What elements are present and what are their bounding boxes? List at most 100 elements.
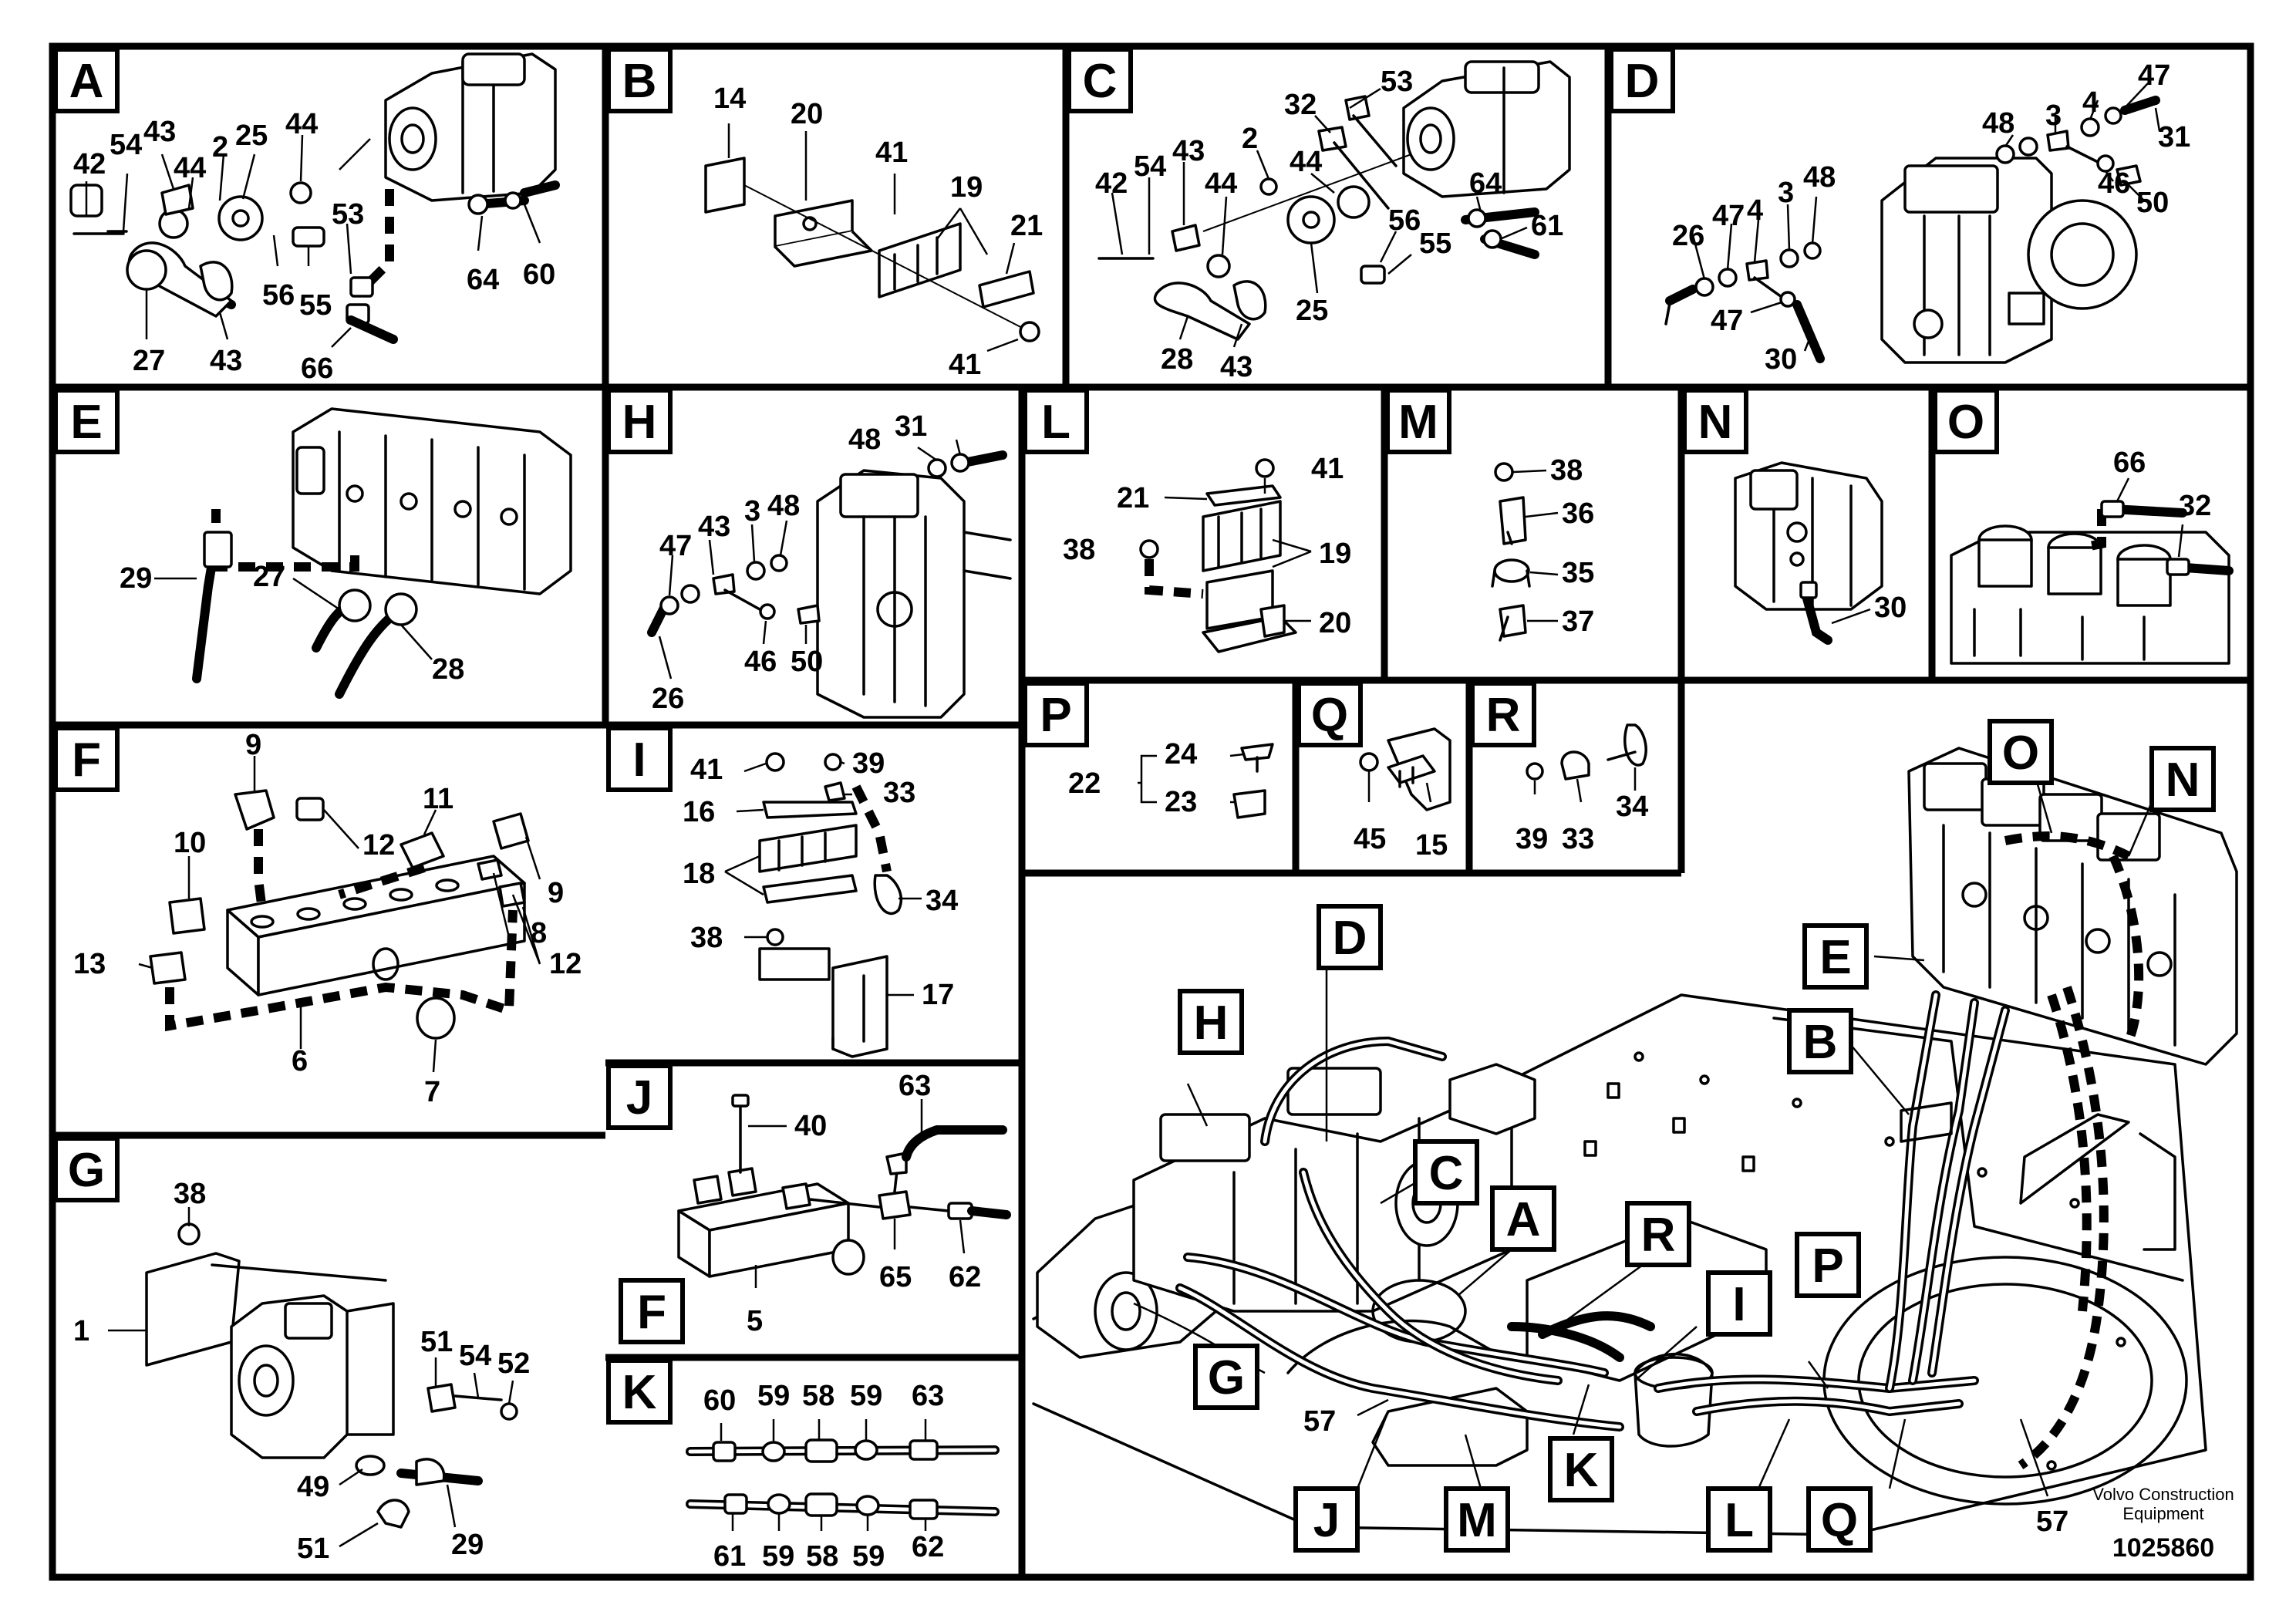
- svg-text:12: 12: [549, 948, 582, 980]
- panel-g: G: [53, 1136, 518, 1548]
- svg-text:O: O: [1947, 396, 1984, 449]
- panel-o-labels: 66 32: [2113, 447, 2211, 522]
- svg-text:29: 29: [120, 562, 152, 595]
- svg-text:61: 61: [1531, 210, 1563, 242]
- svg-text:R: R: [1486, 689, 1521, 742]
- svg-text:59: 59: [762, 1540, 794, 1573]
- panel-l-labels: 41 21 38 19 20: [1063, 453, 1351, 639]
- label-a-42: 42: [73, 148, 106, 180]
- svg-text:59: 59: [852, 1540, 885, 1573]
- svg-text:34: 34: [925, 885, 958, 917]
- svg-text:2: 2: [1242, 123, 1258, 155]
- panel-r-labels: 39 33 34: [1515, 791, 1648, 855]
- svg-text:53: 53: [1381, 66, 1413, 98]
- svg-text:43: 43: [1172, 135, 1205, 167]
- svg-text:30: 30: [1765, 343, 1797, 376]
- svg-text:50: 50: [2136, 187, 2169, 219]
- svg-text:1: 1: [73, 1315, 89, 1347]
- panel-d-labels: 47 4 3 48 31 46 50 26 47 4 3 48 47 30: [1672, 59, 2190, 376]
- svg-text:10: 10: [174, 827, 206, 859]
- svg-text:52: 52: [497, 1347, 530, 1380]
- panel-a-letter: A: [69, 55, 104, 108]
- label-a-2: 2: [212, 131, 228, 164]
- panel-h-labels: 48 31 47 43 3 48 46 50 26: [652, 410, 927, 715]
- svg-text:14: 14: [713, 83, 746, 115]
- svg-text:Q: Q: [1821, 1494, 1858, 1547]
- svg-text:38: 38: [174, 1178, 206, 1210]
- svg-text:16: 16: [683, 796, 715, 828]
- panel-k: K: [606, 1358, 1000, 1531]
- svg-text:28: 28: [1161, 343, 1193, 376]
- brand-line-2: Equipment: [2122, 1504, 2203, 1523]
- svg-text:36: 36: [1562, 497, 1594, 530]
- panel-r: R: [1470, 681, 1647, 803]
- svg-text:25: 25: [1296, 295, 1328, 327]
- svg-text:63: 63: [912, 1380, 944, 1412]
- panel-frames: [49, 42, 2254, 1581]
- svg-text:19: 19: [1319, 538, 1351, 570]
- svg-text:56: 56: [1388, 204, 1421, 237]
- svg-text:21: 21: [1010, 210, 1043, 242]
- panel-b-letter: B: [622, 55, 657, 108]
- svg-text:47: 47: [1711, 305, 1743, 337]
- svg-text:D: D: [1333, 912, 1367, 965]
- svg-text:66: 66: [2113, 447, 2146, 479]
- panel-l: L: [1023, 388, 1312, 653]
- svg-text:44: 44: [1205, 167, 1237, 200]
- panel-f-labels: 9 11 10 12 9 8 13 12 6 7: [73, 729, 582, 1108]
- svg-text:30: 30: [1874, 592, 1907, 624]
- panel-e: E: [53, 388, 572, 699]
- panel-i: I: [606, 726, 922, 1058]
- svg-text:3: 3: [2045, 99, 2062, 132]
- svg-text:64: 64: [1469, 167, 1502, 200]
- svg-text:H: H: [1194, 996, 1229, 1050]
- svg-text:G: G: [68, 1144, 105, 1197]
- svg-text:43: 43: [1220, 351, 1253, 383]
- svg-text:7: 7: [424, 1076, 440, 1108]
- drawing-number: 1025860: [2112, 1533, 2214, 1563]
- svg-text:61: 61: [713, 1540, 746, 1573]
- svg-text:11: 11: [423, 783, 453, 815]
- svg-text:9: 9: [548, 877, 564, 909]
- label-a-54: 54: [110, 129, 142, 161]
- panel-p-labels: 24 22 23: [1068, 738, 1197, 818]
- label-a-43b: 43: [210, 345, 242, 377]
- svg-text:43: 43: [698, 511, 730, 543]
- label-a-44b: 44: [174, 152, 206, 184]
- svg-text:41: 41: [1311, 453, 1344, 485]
- svg-text:62: 62: [949, 1261, 981, 1293]
- panel-g-labels: 38 1 51 54 52 49 51 29: [73, 1178, 530, 1565]
- svg-text:57: 57: [1303, 1405, 1336, 1438]
- svg-text:51: 51: [420, 1326, 453, 1358]
- panel-a: A: [53, 47, 560, 348]
- label-a-27: 27: [133, 345, 165, 377]
- panel-b: B: [606, 47, 1040, 352]
- svg-text:44: 44: [1290, 146, 1322, 178]
- svg-text:48: 48: [1803, 161, 1836, 194]
- panel-q-labels: 45 15: [1354, 823, 1448, 862]
- svg-text:15: 15: [1415, 829, 1448, 862]
- svg-text:58: 58: [802, 1380, 834, 1412]
- svg-text:34: 34: [1616, 791, 1648, 823]
- svg-text:49: 49: [297, 1471, 329, 1503]
- svg-text:C: C: [1083, 55, 1118, 108]
- svg-text:I: I: [1732, 1278, 1745, 1331]
- label-a-66: 66: [301, 352, 333, 385]
- svg-text:33: 33: [883, 777, 915, 809]
- svg-text:41: 41: [875, 137, 908, 169]
- svg-text:47: 47: [1712, 200, 1745, 232]
- svg-text:47: 47: [659, 530, 692, 562]
- svg-text:26: 26: [1672, 220, 1704, 252]
- svg-text:A: A: [1506, 1193, 1541, 1246]
- svg-text:I: I: [632, 733, 646, 787]
- svg-text:46: 46: [2098, 167, 2130, 200]
- svg-text:54: 54: [1134, 150, 1166, 183]
- svg-text:28: 28: [432, 653, 464, 686]
- overview-machine: [1032, 747, 2238, 1536]
- panel-b-labels: 14 20 41 19 21 41: [713, 83, 1043, 381]
- svg-text:M: M: [1457, 1494, 1497, 1547]
- svg-text:58: 58: [806, 1540, 838, 1573]
- panel-c-labels: 53 32 2 44 42 54 43 44 56 55 64 61 25 28…: [1095, 66, 1563, 383]
- svg-text:26: 26: [652, 683, 684, 715]
- svg-text:18: 18: [683, 858, 715, 890]
